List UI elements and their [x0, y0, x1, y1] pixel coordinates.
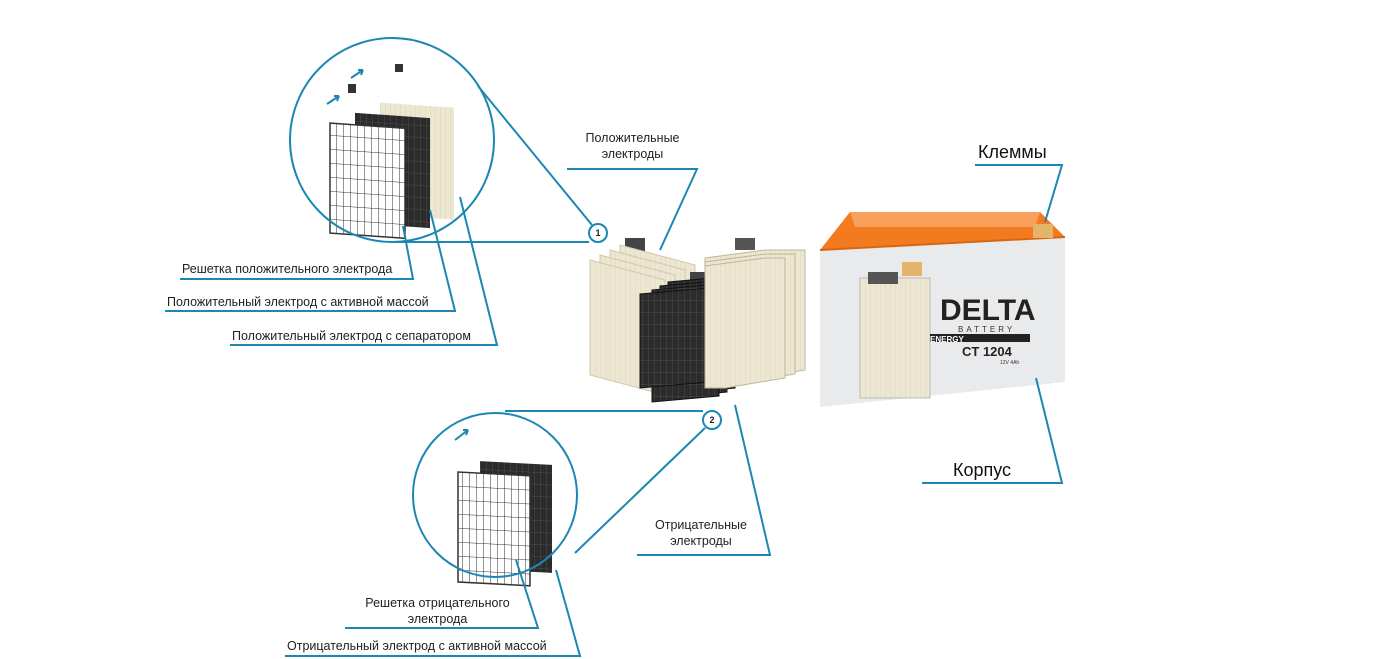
- label-line: электроды: [601, 147, 664, 161]
- battery-case: DELTA BATTERY ENERGY CT 1204 12V 4Ah: [819, 212, 1066, 407]
- zoom-circle-1: [289, 37, 495, 243]
- negative-plate-exploded: [454, 429, 552, 587]
- callout-lines: [165, 37, 1064, 657]
- label-positive-grid: Решетка положительного электрода: [182, 262, 393, 276]
- svg-text:BATTERY: BATTERY: [958, 325, 1015, 334]
- terminal-icon: [902, 262, 922, 276]
- label-positive-active-mass: Положительный электрод с активной массой: [167, 295, 429, 309]
- label-line: электрода: [407, 612, 468, 626]
- label-line: Отрицательные: [655, 518, 747, 532]
- arrow-icon: [454, 429, 469, 441]
- label-line: электроды: [670, 534, 732, 548]
- assembled-plate-stack: [704, 238, 806, 389]
- battery-logo-model: CT 1204: [962, 344, 1013, 359]
- arrow-icon: [350, 69, 364, 79]
- marker-2: 2: [709, 415, 715, 425]
- label-line: Положительные: [585, 131, 680, 145]
- label-negative-electrodes: Отрицательные электроды: [636, 517, 766, 549]
- zoom-circle-2: [412, 412, 578, 578]
- marker-1: 1: [595, 228, 601, 238]
- label-negative-grid: Решетка отрицательного электрода: [350, 595, 525, 627]
- label-negative-active-mass: Отрицательный электрод с активной массой: [287, 639, 547, 653]
- arrow-icon: [326, 95, 340, 105]
- svg-text:12V 4Ah: 12V 4Ah: [1000, 360, 1019, 366]
- label-terminals: Клеммы: [978, 142, 1047, 162]
- label-positive-electrodes: Положительные электроды: [570, 130, 695, 162]
- battery-logo-brand: DELTA: [940, 294, 1036, 327]
- label-case: Корпус: [953, 460, 1012, 480]
- label-positive-separator: Положительный электрод с сепаратором: [232, 329, 471, 343]
- label-line: Решетка отрицательного: [365, 596, 510, 610]
- positive-plate-exploded: [326, 64, 454, 240]
- svg-text:ENERGY: ENERGY: [930, 335, 964, 344]
- terminal-icon: [1033, 224, 1053, 238]
